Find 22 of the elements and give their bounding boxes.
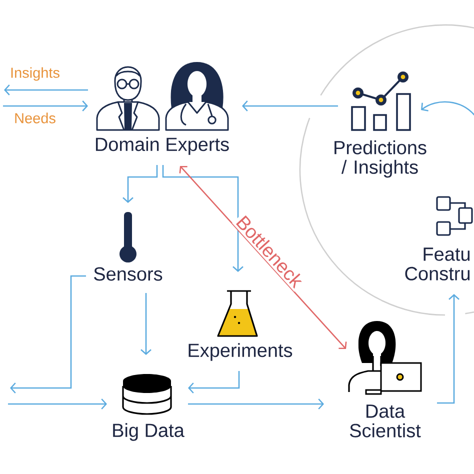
- node-label: Experiments: [188, 343, 292, 361]
- arrow: [188, 371, 240, 394]
- node-label: Big Data: [113, 423, 184, 441]
- arrow: [3, 100, 88, 112]
- arrow: [437, 294, 460, 404]
- arrow: [162, 165, 244, 272]
- edge-label: Insights: [9, 66, 61, 82]
- arrow: [140, 293, 152, 355]
- node-label: Data Scientist: [350, 404, 421, 438]
- arrow: [10, 275, 86, 394]
- arrow: [179, 166, 347, 350]
- node-label: Sensors: [94, 267, 162, 281]
- node-label: Featu Constru: [405, 248, 470, 280]
- arrow: [421, 101, 474, 118]
- arrow: [4, 84, 88, 96]
- node-label: Predictions / Insights: [334, 140, 426, 178]
- node-label: Domain Experts: [96, 137, 229, 155]
- arrow: [242, 100, 338, 112]
- arrow: [8, 398, 107, 410]
- arrow: [122, 165, 158, 203]
- edge-label: Needs: [13, 112, 57, 124]
- arrow: [188, 398, 324, 410]
